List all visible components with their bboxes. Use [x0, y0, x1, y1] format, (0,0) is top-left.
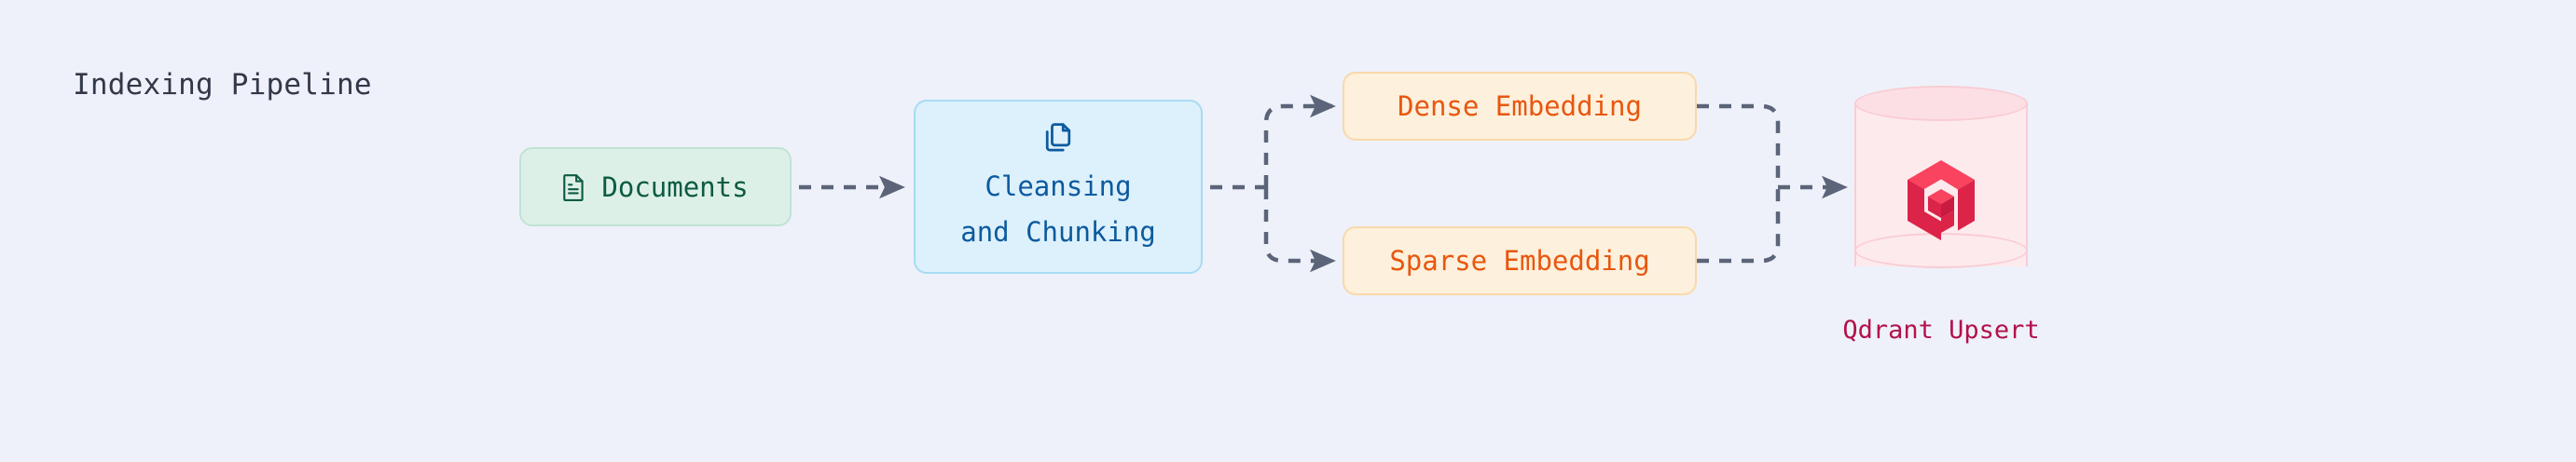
node-sparse-embedding-label: Sparse Embedding — [1389, 245, 1650, 277]
qdrant-logo-icon — [1904, 158, 1978, 242]
node-cleansing-label-line2: and Chunking — [960, 215, 1156, 248]
cylinder-top — [1854, 86, 2028, 121]
edge-dense-to-qdrant — [1697, 103, 1781, 187]
node-sparse-embedding[interactable]: Sparse Embedding — [1343, 226, 1697, 295]
edge-sparse-to-qdrant — [1697, 187, 1781, 264]
node-qdrant-database[interactable] — [1854, 86, 2028, 283]
edge-cleansing-to-dense — [1263, 94, 1336, 187]
node-dense-embedding[interactable]: Dense Embedding — [1343, 72, 1697, 141]
edge-cleansing-to-sparse — [1263, 187, 1336, 273]
page-title: Indexing Pipeline — [73, 68, 372, 102]
node-documents-label: Documents — [601, 170, 749, 203]
file-text-icon — [562, 173, 586, 201]
node-documents[interactable]: Documents — [519, 147, 792, 226]
node-cleansing-and-chunking[interactable]: Cleansing and Chunking — [914, 100, 1203, 274]
node-dense-embedding-label: Dense Embedding — [1398, 90, 1642, 122]
cylinder-bottom — [1854, 233, 2028, 268]
node-cleansing-label-line1: Cleansing — [985, 170, 1132, 202]
qdrant-caption: Qdrant Upsert — [1842, 316, 2040, 345]
copy-documents-icon — [1042, 122, 1074, 154]
